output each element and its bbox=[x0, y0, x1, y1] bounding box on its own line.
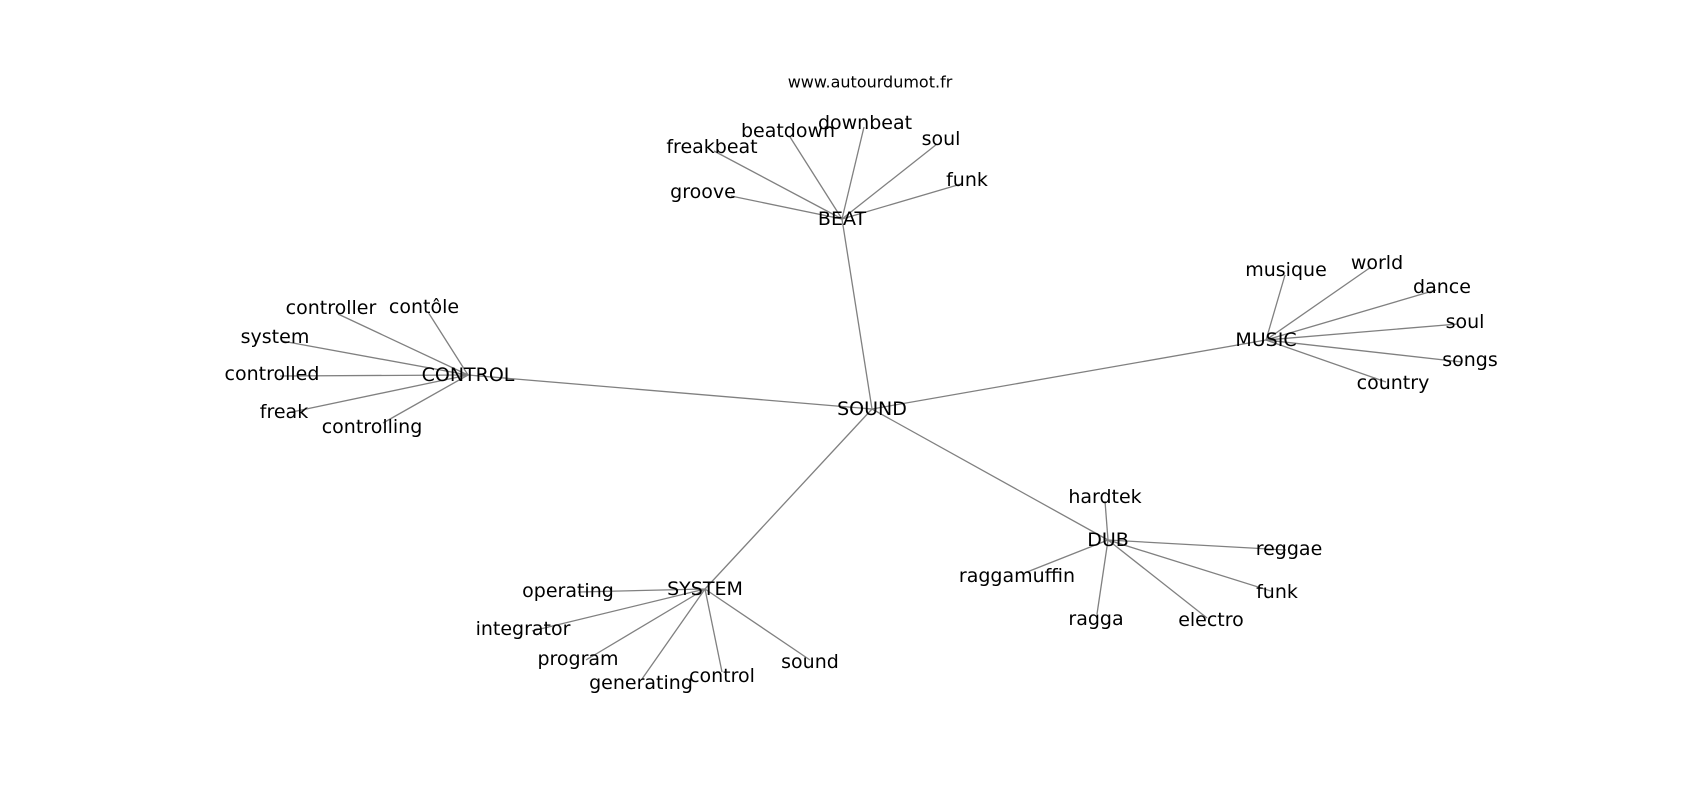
edge-dub-3 bbox=[1107, 539, 1272, 592]
edge-system-0 bbox=[577, 588, 706, 593]
leaf-node-beat-1: freakbeat bbox=[666, 136, 757, 158]
edge-control-3 bbox=[279, 374, 469, 377]
edge-root-system bbox=[704, 408, 873, 590]
leaf-node-system-1: integrator bbox=[476, 618, 571, 640]
site-label: www.autourdumot.fr bbox=[788, 73, 953, 92]
edge-system-4 bbox=[704, 588, 723, 673]
leaf-node-system-4: control bbox=[689, 665, 755, 687]
edge-control-1 bbox=[427, 311, 469, 376]
edge-music-5 bbox=[1265, 339, 1387, 383]
edge-root-beat bbox=[841, 218, 873, 410]
leaf-node-beat-0: groove bbox=[670, 181, 736, 203]
edge-beat-3 bbox=[841, 126, 865, 220]
hub-node-dub: DUB bbox=[1087, 529, 1129, 551]
leaf-node-control-1: contôle bbox=[389, 296, 459, 318]
root-node: SOUND bbox=[837, 398, 907, 420]
hub-node-system: SYSTEM bbox=[667, 578, 743, 600]
hub-node-music: MUSIC bbox=[1235, 329, 1296, 351]
leaf-node-dub-2: raggamuffin bbox=[959, 565, 1075, 587]
edge-dub-1 bbox=[1107, 539, 1287, 551]
edge-beat-1 bbox=[713, 150, 843, 220]
edge-root-control bbox=[467, 374, 873, 410]
leaf-node-system-5: sound bbox=[781, 651, 839, 673]
leaf-node-control-4: freak bbox=[260, 401, 308, 423]
edge-dub-2 bbox=[1026, 539, 1109, 573]
leaf-node-system-3: generating bbox=[589, 672, 693, 694]
leaf-node-control-5: controlling bbox=[322, 416, 423, 438]
edge-control-2 bbox=[281, 340, 469, 376]
edge-beat-0 bbox=[730, 195, 843, 220]
leaf-node-dub-3: funk bbox=[1256, 581, 1298, 603]
leaf-node-beat-5: funk bbox=[946, 169, 988, 191]
leaf-node-music-1: world bbox=[1351, 252, 1403, 274]
leaf-node-beat-4: soul bbox=[922, 128, 961, 150]
edge-control-4 bbox=[291, 374, 469, 413]
edge-control-0 bbox=[337, 313, 469, 376]
edge-system-5 bbox=[704, 588, 811, 661]
leaf-node-dub-4: ragga bbox=[1068, 608, 1123, 630]
leaf-node-music-5: country bbox=[1357, 372, 1430, 394]
leaf-node-music-0: musique bbox=[1245, 259, 1327, 281]
leaf-node-control-2: system bbox=[241, 326, 310, 348]
graph-nodes: SOUND BEAT groove freakbeatbeatdowndownbeat… bbox=[225, 112, 1498, 694]
edge-music-2 bbox=[1265, 289, 1437, 341]
leaf-node-beat-2: beatdown bbox=[741, 120, 835, 142]
leaf-node-music-3: soul bbox=[1446, 311, 1485, 333]
edge-dub-4 bbox=[1096, 539, 1109, 615]
edge-system-3 bbox=[641, 588, 706, 680]
edge-music-1 bbox=[1265, 266, 1372, 341]
edge-music-4 bbox=[1265, 339, 1463, 363]
hub-node-beat: BEAT bbox=[818, 208, 867, 230]
edge-music-0 bbox=[1265, 274, 1286, 341]
edge-music-3 bbox=[1265, 323, 1459, 341]
edge-dub-0 bbox=[1104, 500, 1109, 541]
edge-root-dub bbox=[871, 408, 1109, 541]
leaf-node-dub-0: hardtek bbox=[1068, 486, 1141, 508]
leaf-node-control-0: controller bbox=[286, 297, 377, 319]
edge-root-music bbox=[871, 339, 1267, 410]
edge-dub-5 bbox=[1107, 539, 1208, 619]
edge-beat-4 bbox=[841, 143, 938, 220]
graph-edges bbox=[279, 126, 1463, 680]
leaf-node-music-2: dance bbox=[1413, 276, 1471, 298]
leaf-node-system-0: operating bbox=[522, 580, 614, 602]
leaf-node-dub-5: electro bbox=[1178, 609, 1244, 631]
leaf-node-beat-3: downbeat bbox=[818, 112, 912, 134]
leaf-node-music-4: songs bbox=[1442, 349, 1498, 371]
leaf-node-control-3: controlled bbox=[225, 363, 320, 385]
edge-beat-5 bbox=[841, 183, 962, 220]
hub-node-control: CONTROL bbox=[422, 364, 515, 386]
edge-beat-2 bbox=[789, 136, 843, 220]
edge-system-1 bbox=[531, 588, 706, 632]
edge-control-5 bbox=[382, 374, 469, 424]
leaf-node-system-2: program bbox=[537, 648, 618, 670]
edge-system-2 bbox=[585, 588, 706, 661]
leaf-node-dub-1: reggae bbox=[1256, 538, 1323, 560]
